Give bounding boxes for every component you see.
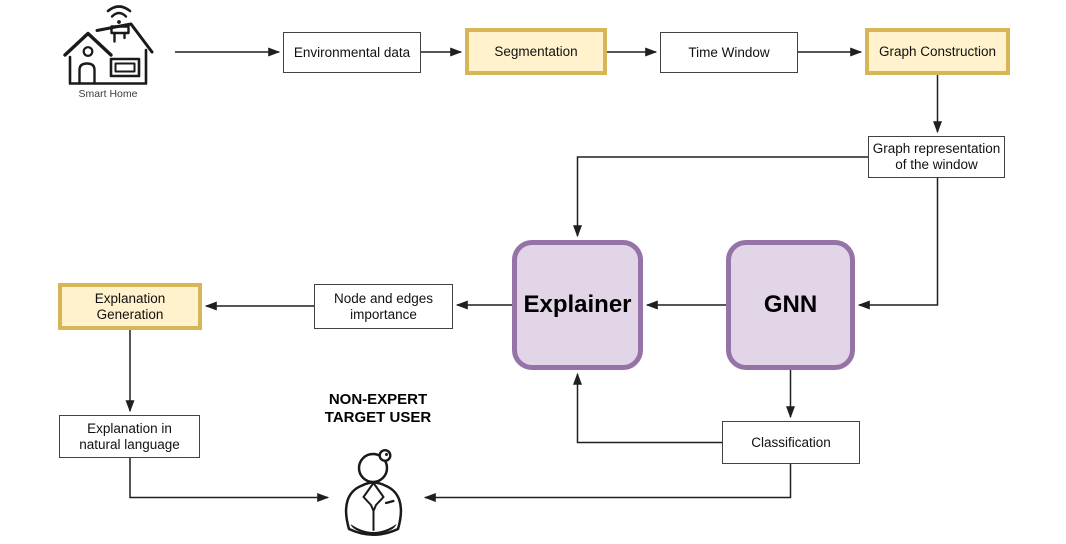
node-node-and-edges-importance: Node and edges importance <box>314 284 453 329</box>
node-explanation-generation: Explanation Generation <box>58 283 202 330</box>
node-explainer: Explainer <box>512 240 643 370</box>
edge-graph-rep-to-gnn <box>857 178 939 310</box>
edge-graph-rep-to-explainer <box>573 156 868 238</box>
target-user-label: NON-EXPERT TARGET USER <box>324 391 432 426</box>
node-segmentation: Segmentation <box>465 28 607 75</box>
edge-classification-to-target-user <box>423 464 792 502</box>
node-environmental-data: Environmental data <box>283 32 421 73</box>
smart-home-icon <box>63 5 154 85</box>
smart-home-label: Smart Home <box>78 88 138 100</box>
edge-explanation-nl-to-target-user <box>129 458 330 502</box>
node-classification: Classification <box>722 421 860 464</box>
node-explanation-natural-language: Explanation in natural language <box>59 415 200 458</box>
node-graph-representation: Graph representation of the window <box>868 136 1005 178</box>
node-time-window: Time Window <box>660 32 798 73</box>
edge-classification-to-explainer <box>573 372 722 444</box>
node-gnn: GNN <box>726 240 855 370</box>
node-graph-construction: Graph Construction <box>865 28 1010 75</box>
person-icon <box>344 449 403 536</box>
